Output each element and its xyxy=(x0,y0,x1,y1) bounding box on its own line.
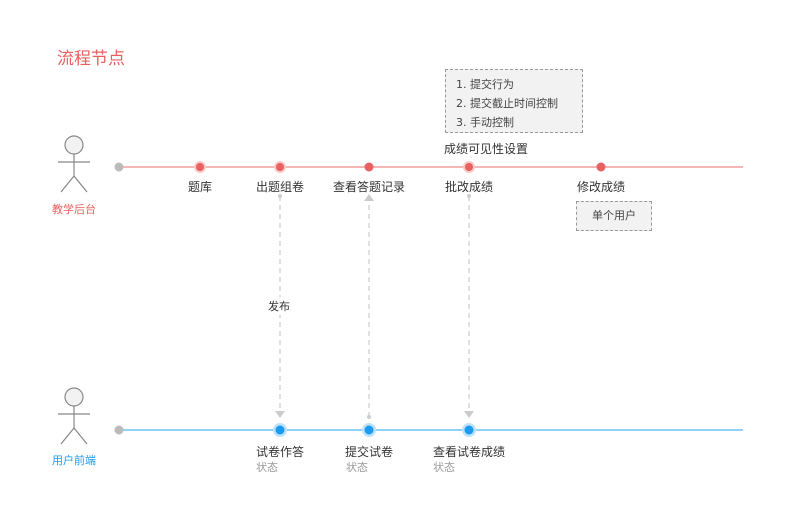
lane-label-backend: 教学后台 xyxy=(52,203,96,216)
note-line-2: 2. 提交截止时间控制 xyxy=(456,97,558,110)
note-single-user: 单个用户 xyxy=(576,201,652,231)
node-sublabel-tijiao: 状态 xyxy=(346,461,368,474)
node-label-xiugai: 修改成绩 xyxy=(576,180,625,194)
node-label-tijiao: 提交试卷 xyxy=(344,445,393,459)
page-title: 流程节点 xyxy=(57,49,125,69)
frontend-start-dot xyxy=(114,425,124,435)
backend-node-markers xyxy=(194,161,606,173)
connector-publish-start xyxy=(278,194,282,198)
edge-label-publish: 发布 xyxy=(266,297,292,315)
note-line-3: 3. 手动控制 xyxy=(456,116,514,129)
actor-frontend-icon xyxy=(58,387,90,445)
node-label-chakan: 查看答题记录 xyxy=(332,180,405,194)
lane-label-frontend: 用户前端 xyxy=(52,454,96,467)
node-label-tiku: 题库 xyxy=(187,180,212,194)
frontend-node-markers xyxy=(273,423,476,437)
note-line-1: 1. 提交行为 xyxy=(456,78,514,91)
node-marker-xiugai xyxy=(596,162,606,172)
node-sublabel-zuoda: 状态 xyxy=(256,461,278,474)
backend-start-dot xyxy=(114,162,124,172)
actor-backend-icon xyxy=(58,135,90,193)
node-label-zuoda: 试卷作答 xyxy=(255,445,304,459)
connector-grade-start xyxy=(467,194,471,198)
note-caption-visibility: 成绩可见性设置 xyxy=(444,142,529,156)
node-label-chuti: 出题组卷 xyxy=(255,180,304,194)
node-sublabel-chengji: 状态 xyxy=(433,461,455,474)
node-label-pigai: 批改成绩 xyxy=(444,180,493,194)
connector-grade-arrow xyxy=(464,411,474,418)
connector-submit-arrow xyxy=(364,194,374,201)
node-label-chengji: 查看试卷成绩 xyxy=(432,445,505,459)
note-visibility-rules: 1. 提交行为 2. 提交截止时间控制 3. 手动控制 xyxy=(445,69,583,133)
connector-submit-start xyxy=(367,415,371,419)
node-marker-chakan xyxy=(364,162,374,172)
connector-publish-arrow xyxy=(275,411,285,418)
